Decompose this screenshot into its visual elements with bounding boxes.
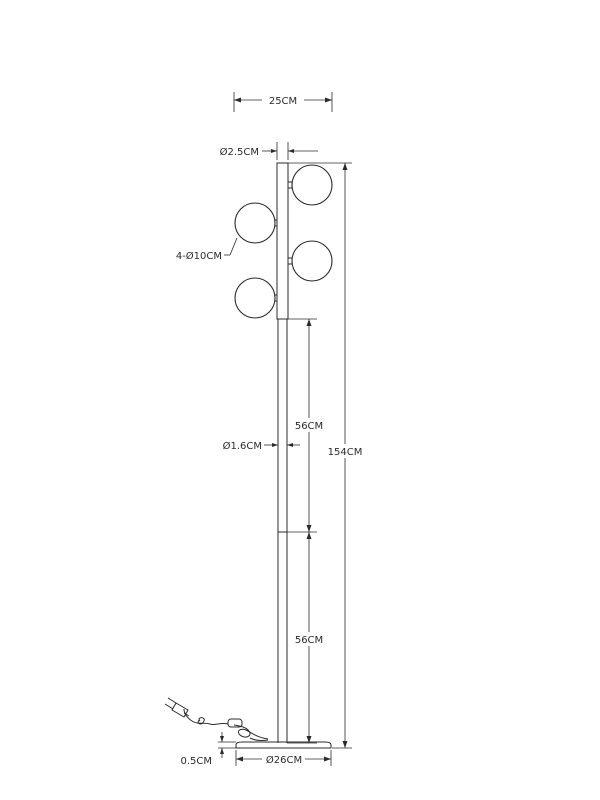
top-width-label: 25CM xyxy=(269,96,297,107)
globe-left-bottom xyxy=(234,277,278,319)
globe-right-top xyxy=(287,164,333,206)
globe-left-top xyxy=(234,202,278,244)
lower-pole-length-label: 56CM xyxy=(295,635,323,646)
base-diameter-dimension: Ø26CM xyxy=(235,750,332,766)
cord-knot-icon xyxy=(197,717,205,725)
base-diameter-label: Ø26CM xyxy=(266,754,302,766)
pole-diameter-dimension: Ø1.6CM xyxy=(223,440,300,452)
upper-pole-length-label: 56CM xyxy=(295,421,323,432)
lamp-upper-tube xyxy=(276,162,289,320)
upper-pole-length-dimension: 56CM xyxy=(287,318,326,533)
base-thickness-label: 0.5CM xyxy=(180,756,212,767)
tube-diameter-label: Ø2.5CM xyxy=(220,146,259,158)
lamp-pole xyxy=(277,318,288,743)
base-thickness-dimension: 0.5CM xyxy=(180,732,236,767)
top-width-dimension: 25CM xyxy=(233,92,333,112)
globe-callout: 4-Ø10CM xyxy=(176,237,238,262)
total-height-dimension: 154CM xyxy=(288,162,365,749)
pole-diameter-label: Ø1.6CM xyxy=(223,440,262,452)
lower-pole-length-dimension: 56CM xyxy=(287,532,326,744)
globe-right-bottom xyxy=(287,240,333,282)
tube-diameter-dimension: Ø2.5CM xyxy=(220,142,318,160)
power-cord xyxy=(183,708,269,742)
plug-icon xyxy=(164,697,190,718)
lamp-base xyxy=(235,741,332,749)
total-height-label: 154CM xyxy=(328,447,363,458)
inline-switch-icon xyxy=(227,718,243,728)
globe-size-label: 4-Ø10CM xyxy=(176,250,222,262)
